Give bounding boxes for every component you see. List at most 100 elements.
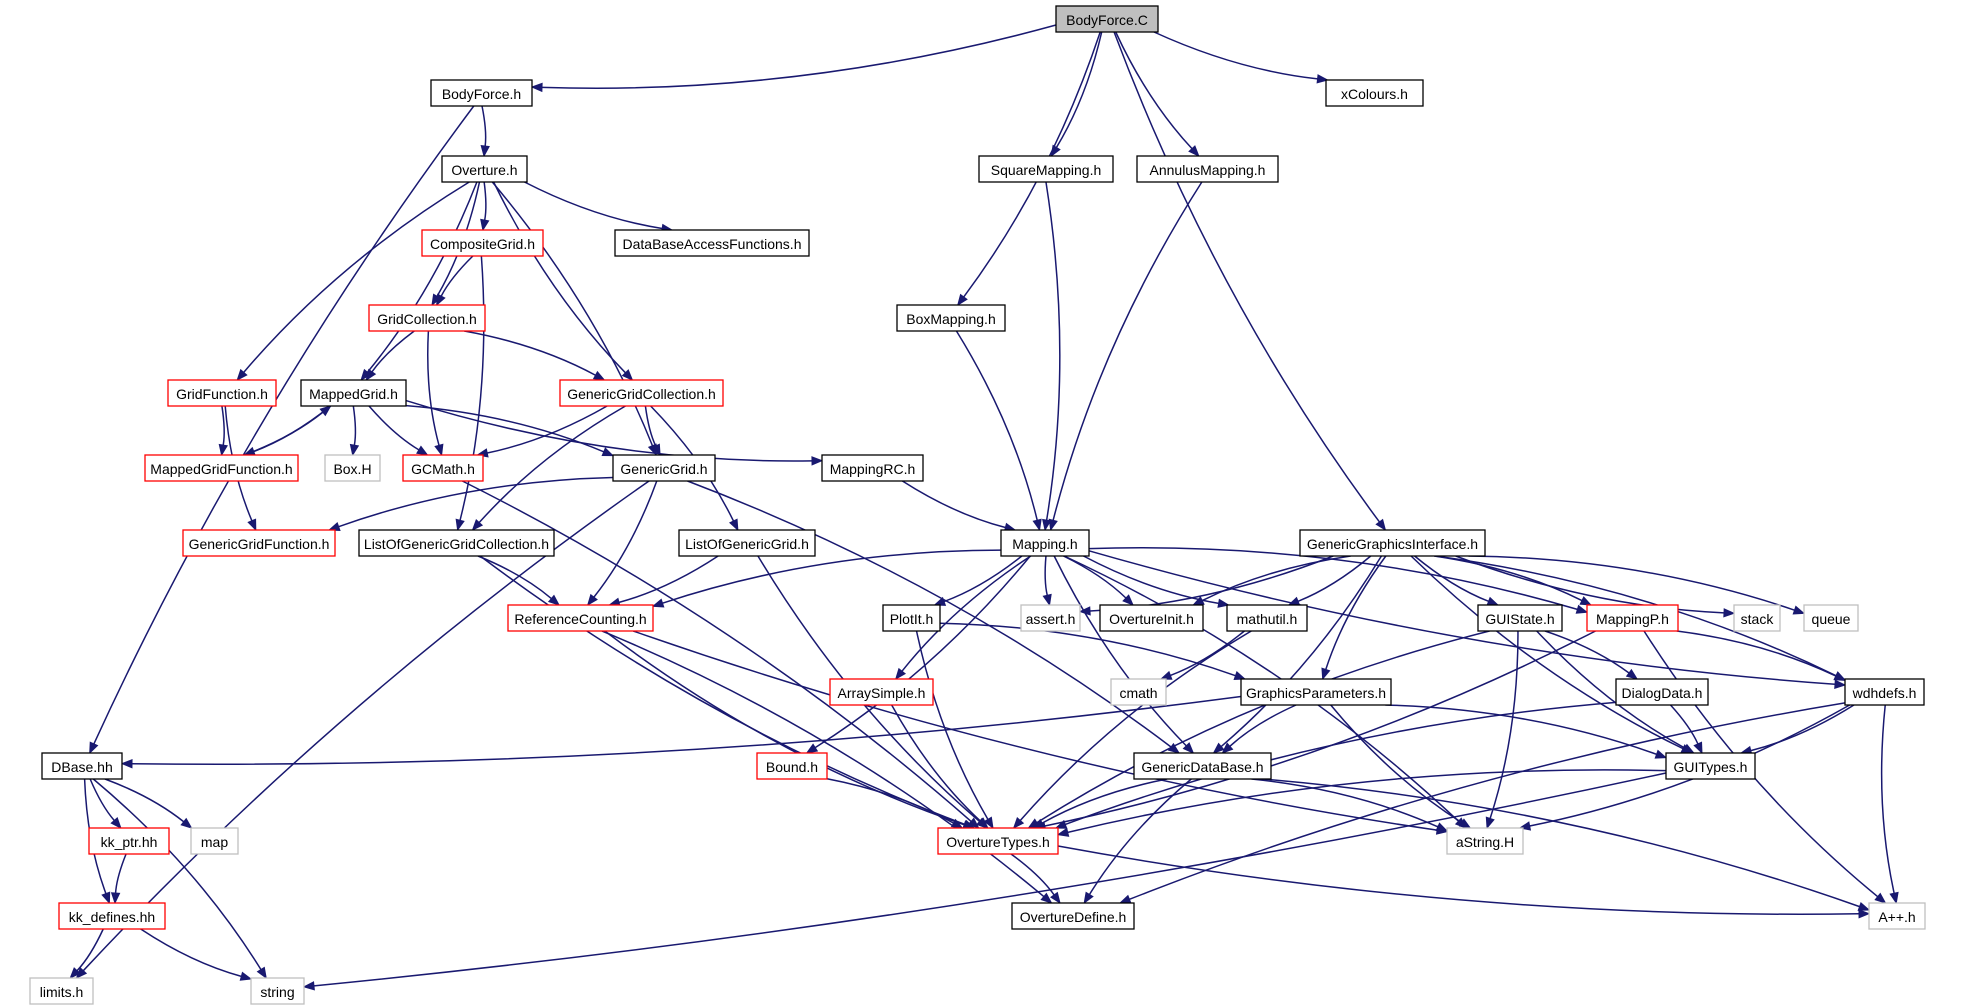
node-genericgrid-h[interactable]: GenericGrid.h (612, 454, 716, 482)
node-box-bodyforce-h (430, 79, 533, 107)
edge-line (1044, 555, 1048, 596)
node-gcmath-h[interactable]: GCMath.h (402, 454, 484, 482)
edge-overture-h-to-gridfunction-h (236, 181, 470, 382)
node-label-genericgridcollection-h: GenericGridCollection.h (567, 386, 716, 402)
edge-line (1052, 181, 1203, 521)
edge-arrowhead (1889, 891, 1899, 905)
edge-arrowhead (1054, 819, 1068, 829)
edge-boxmapping-h-to-mapping-h (955, 330, 1042, 532)
node-label-limits-h: limits.h (40, 984, 84, 1000)
node-referencecounting-h[interactable]: ReferenceCounting.h (507, 604, 654, 632)
edge-genericgraphicsinterface-h-to-stack (1455, 555, 1736, 618)
node-bodyforce-c[interactable]: BodyForce.C (1055, 5, 1159, 33)
node-plotit-h[interactable]: PlotIt.h (882, 604, 941, 632)
node-annulusmapping-h[interactable]: AnnulusMapping.h (1136, 155, 1279, 183)
node-overtureinit-h[interactable]: OvertureInit.h (1099, 604, 1204, 632)
node-squaremapping-h[interactable]: SquareMapping.h (978, 155, 1114, 183)
node-arraysimple-h[interactable]: ArraySimple.h (829, 678, 934, 706)
node-listofgenericgrid-h[interactable]: ListOfGenericGrid.h (678, 529, 816, 557)
edge-graphicsparameters-h-to-dbase-hh (120, 695, 1242, 769)
node-genericgraphicsinterface-h[interactable]: GenericGraphicsInterface.h (1299, 529, 1486, 557)
edge-mappedgrid-h-to-mappingrc-h (405, 399, 824, 466)
edge-line (366, 181, 478, 373)
node-box-overturetypes-h (937, 827, 1059, 855)
edge-line (1044, 630, 1596, 827)
node-overturedefine-h[interactable]: OvertureDefine.h (1011, 902, 1135, 930)
node-stack[interactable]: stack (1733, 604, 1781, 632)
edge-gridcollection-h-to-genericgridcollection-h (464, 330, 606, 381)
node-mappedgridfunction-h[interactable]: MappedGridFunction.h (144, 454, 299, 482)
node-gridcollection-h[interactable]: GridCollection.h (368, 304, 486, 332)
node-boxmapping-h[interactable]: BoxMapping.h (896, 304, 1006, 332)
node-box-guistate-h (1477, 604, 1563, 632)
node-mappedgrid-h[interactable]: MappedGrid.h (300, 379, 407, 407)
node-wdhdefs-h[interactable]: wdhdefs.h (1844, 678, 1925, 706)
node-overturetypes-h[interactable]: OvertureTypes.h (937, 827, 1059, 855)
edge-arrowhead (1682, 743, 1695, 754)
node-label-mapping-h: Mapping.h (1012, 536, 1077, 552)
node-guistate-h[interactable]: GUIState.h (1477, 604, 1563, 632)
edge-line (114, 853, 127, 894)
node-kk_ptr-hh[interactable]: kk_ptr.hh (88, 827, 170, 855)
node-astring-H[interactable]: aString.H (1446, 827, 1524, 855)
node-genericgridcollection-h[interactable]: GenericGridCollection.h (559, 379, 724, 407)
node-map[interactable]: map (190, 827, 239, 855)
node-aplusplus-h[interactable]: A++.h (1868, 902, 1926, 930)
node-genericgridfunction-h[interactable]: GenericGridFunction.h (182, 529, 336, 557)
edge-genericdatabase-h-to-astring-H (1251, 778, 1449, 832)
node-dbase-hh[interactable]: DBase.hh (41, 752, 123, 780)
edge-line (1129, 702, 1846, 901)
node-dialogdata-h[interactable]: DialogData.h (1615, 678, 1709, 706)
node-mappingrc-h[interactable]: MappingRC.h (821, 454, 924, 482)
edge-arrowhead (1486, 596, 1500, 606)
node-gridfunction-h[interactable]: GridFunction.h (167, 379, 277, 407)
node-label-cmath: cmath (1119, 685, 1157, 701)
edge-mathutil-h-to-cmath (1159, 630, 1245, 680)
node-xcolours-h[interactable]: xColours.h (1325, 79, 1424, 107)
edge-mapping-h-to-plotit-h (933, 555, 1023, 606)
edge-line (1153, 31, 1318, 80)
node-box-genericgraphicsinterface-h (1299, 529, 1486, 557)
edge-line (1414, 555, 1489, 603)
edge-overturetypes-h-to-aplusplus-h (1057, 845, 1871, 919)
edge-line (1088, 550, 1836, 686)
node-assert-h[interactable]: assert.h (1020, 604, 1081, 632)
node-database-h[interactable]: DataBaseAccessFunctions.h (614, 229, 810, 257)
node-kk_defines-hh[interactable]: kk_defines.hh (58, 902, 166, 930)
edge-genericgraphicsinterface-h-to-guitypes-h (1410, 555, 1694, 754)
node-string[interactable]: string (250, 977, 305, 1005)
node-listofgenericgridcollection-h[interactable]: ListOfGenericGridCollection.h (358, 529, 555, 557)
node-overture-h[interactable]: Overture.h (441, 155, 528, 183)
node-box-annulusmapping-h (1136, 155, 1279, 183)
edge-mapping-h-to-mappingp-h (1088, 547, 1589, 614)
node-box-H[interactable]: Box.H (324, 454, 381, 482)
node-mathutil-h[interactable]: mathutil.h (1226, 604, 1308, 632)
edge-line (593, 480, 658, 598)
edge-line (244, 411, 324, 456)
node-limits-h[interactable]: limits.h (29, 977, 94, 1005)
node-box-graphicsparameters-h (1240, 678, 1392, 706)
node-label-compositegrid-h: CompositeGrid.h (430, 236, 535, 252)
edge-line (253, 405, 332, 453)
node-mapping-h[interactable]: Mapping.h (1000, 529, 1090, 557)
node-genericdatabase-h[interactable]: GenericDataBase.h (1133, 752, 1272, 780)
edge-arrowhead (471, 519, 484, 532)
edge-line (405, 399, 813, 462)
node-label-gcmath-h: GCMath.h (411, 461, 475, 477)
edge-arrowhead (1042, 518, 1052, 532)
node-label-squaremapping-h: SquareMapping.h (991, 162, 1102, 178)
node-label-astring-H: aString.H (1456, 834, 1514, 850)
node-bound-h[interactable]: Bound.h (756, 752, 828, 780)
node-graphicsparameters-h[interactable]: GraphicsParameters.h (1240, 678, 1392, 706)
edge-arrowhead (247, 518, 257, 532)
node-box-aplusplus-h (1868, 902, 1926, 930)
node-queue[interactable]: queue (1803, 604, 1859, 632)
node-bodyforce-h[interactable]: BodyForce.h (430, 79, 533, 107)
node-mappingp-h[interactable]: MappingP.h (1586, 604, 1679, 632)
edge-arrowhead (1048, 518, 1058, 532)
node-compositegrid-h[interactable]: CompositeGrid.h (421, 229, 544, 257)
node-guitypes-h[interactable]: GUITypes.h (1665, 752, 1756, 780)
edge-line (371, 330, 415, 373)
node-cmath[interactable]: cmath (1110, 678, 1167, 706)
edge-arrowhead (983, 816, 994, 830)
